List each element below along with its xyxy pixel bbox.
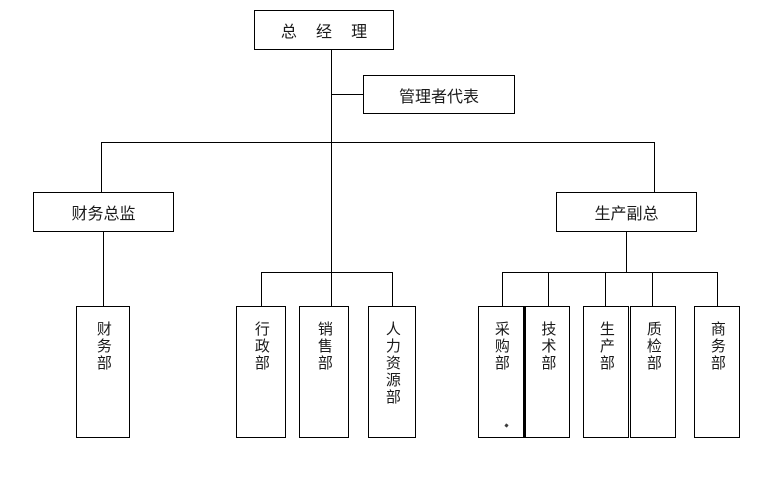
- node-management-representative-label: 管理者代表: [398, 86, 479, 106]
- connector-drop-business-dept: [717, 272, 718, 306]
- connector-production-vp-trunk: [626, 232, 627, 273]
- node-quality-dept-label: 质检部: [644, 321, 663, 372]
- node-hr-dept-label: 人力资源部: [383, 321, 402, 406]
- node-sales-dept[interactable]: 销售部: [299, 306, 349, 438]
- connector-main-bus: [101, 142, 655, 143]
- connector-drop-production-vp: [654, 142, 655, 192]
- connector-drop-production-dept: [605, 272, 606, 306]
- node-quality-dept[interactable]: 质检部: [630, 306, 676, 438]
- node-admin-dept-label: 行政部: [252, 321, 271, 372]
- connector-drop-finance-director: [101, 142, 102, 192]
- connector-finance-director-to-dept: [103, 232, 104, 306]
- connector-drop-purchasing-dept: [502, 272, 503, 306]
- connector-drop-technology-dept: [548, 272, 549, 306]
- node-technology-dept[interactable]: 技术部: [524, 306, 570, 438]
- node-sales-dept-label: 销售部: [315, 321, 334, 372]
- node-production-dept[interactable]: 生产部: [583, 306, 629, 438]
- connector-gm-trunk: [331, 50, 332, 143]
- node-finance-dept-label: 财务部: [94, 321, 113, 372]
- connector-drop-quality-dept: [652, 272, 653, 306]
- node-production-vp[interactable]: 生产副总: [556, 192, 697, 232]
- connector-drop-sales-dept: [331, 272, 332, 306]
- connector-middle-group-bus: [261, 272, 393, 273]
- connector-drop-hr-dept: [392, 272, 393, 306]
- node-technology-dept-label: 技术部: [539, 321, 558, 372]
- node-purchasing-dept-label: 采购部: [492, 321, 511, 372]
- connector-right-group-bus: [502, 272, 718, 273]
- node-purchasing-dept[interactable]: 采购部: [478, 306, 524, 438]
- connector-gm-to-management-rep: [331, 94, 364, 95]
- node-finance-director[interactable]: 财务总监: [33, 192, 174, 232]
- node-business-dept[interactable]: 商务部: [694, 306, 740, 438]
- connector-drop-admin-dept: [261, 272, 262, 306]
- node-general-manager[interactable]: 总 经 理: [254, 10, 394, 50]
- connector-center-trunk-lower: [331, 142, 332, 273]
- node-hr-dept[interactable]: 人力资源部: [368, 306, 416, 438]
- node-finance-dept[interactable]: 财务部: [76, 306, 130, 438]
- node-production-vp-label: 生产副总: [594, 204, 659, 223]
- node-production-dept-label: 生产部: [597, 321, 616, 372]
- node-admin-dept[interactable]: 行政部: [236, 306, 286, 438]
- node-finance-director-label: 财务总监: [71, 204, 136, 223]
- node-general-manager-label: 总 经 理: [280, 22, 375, 41]
- node-management-representative[interactable]: 管理者代表: [363, 75, 515, 114]
- node-business-dept-label: 商务部: [708, 321, 727, 372]
